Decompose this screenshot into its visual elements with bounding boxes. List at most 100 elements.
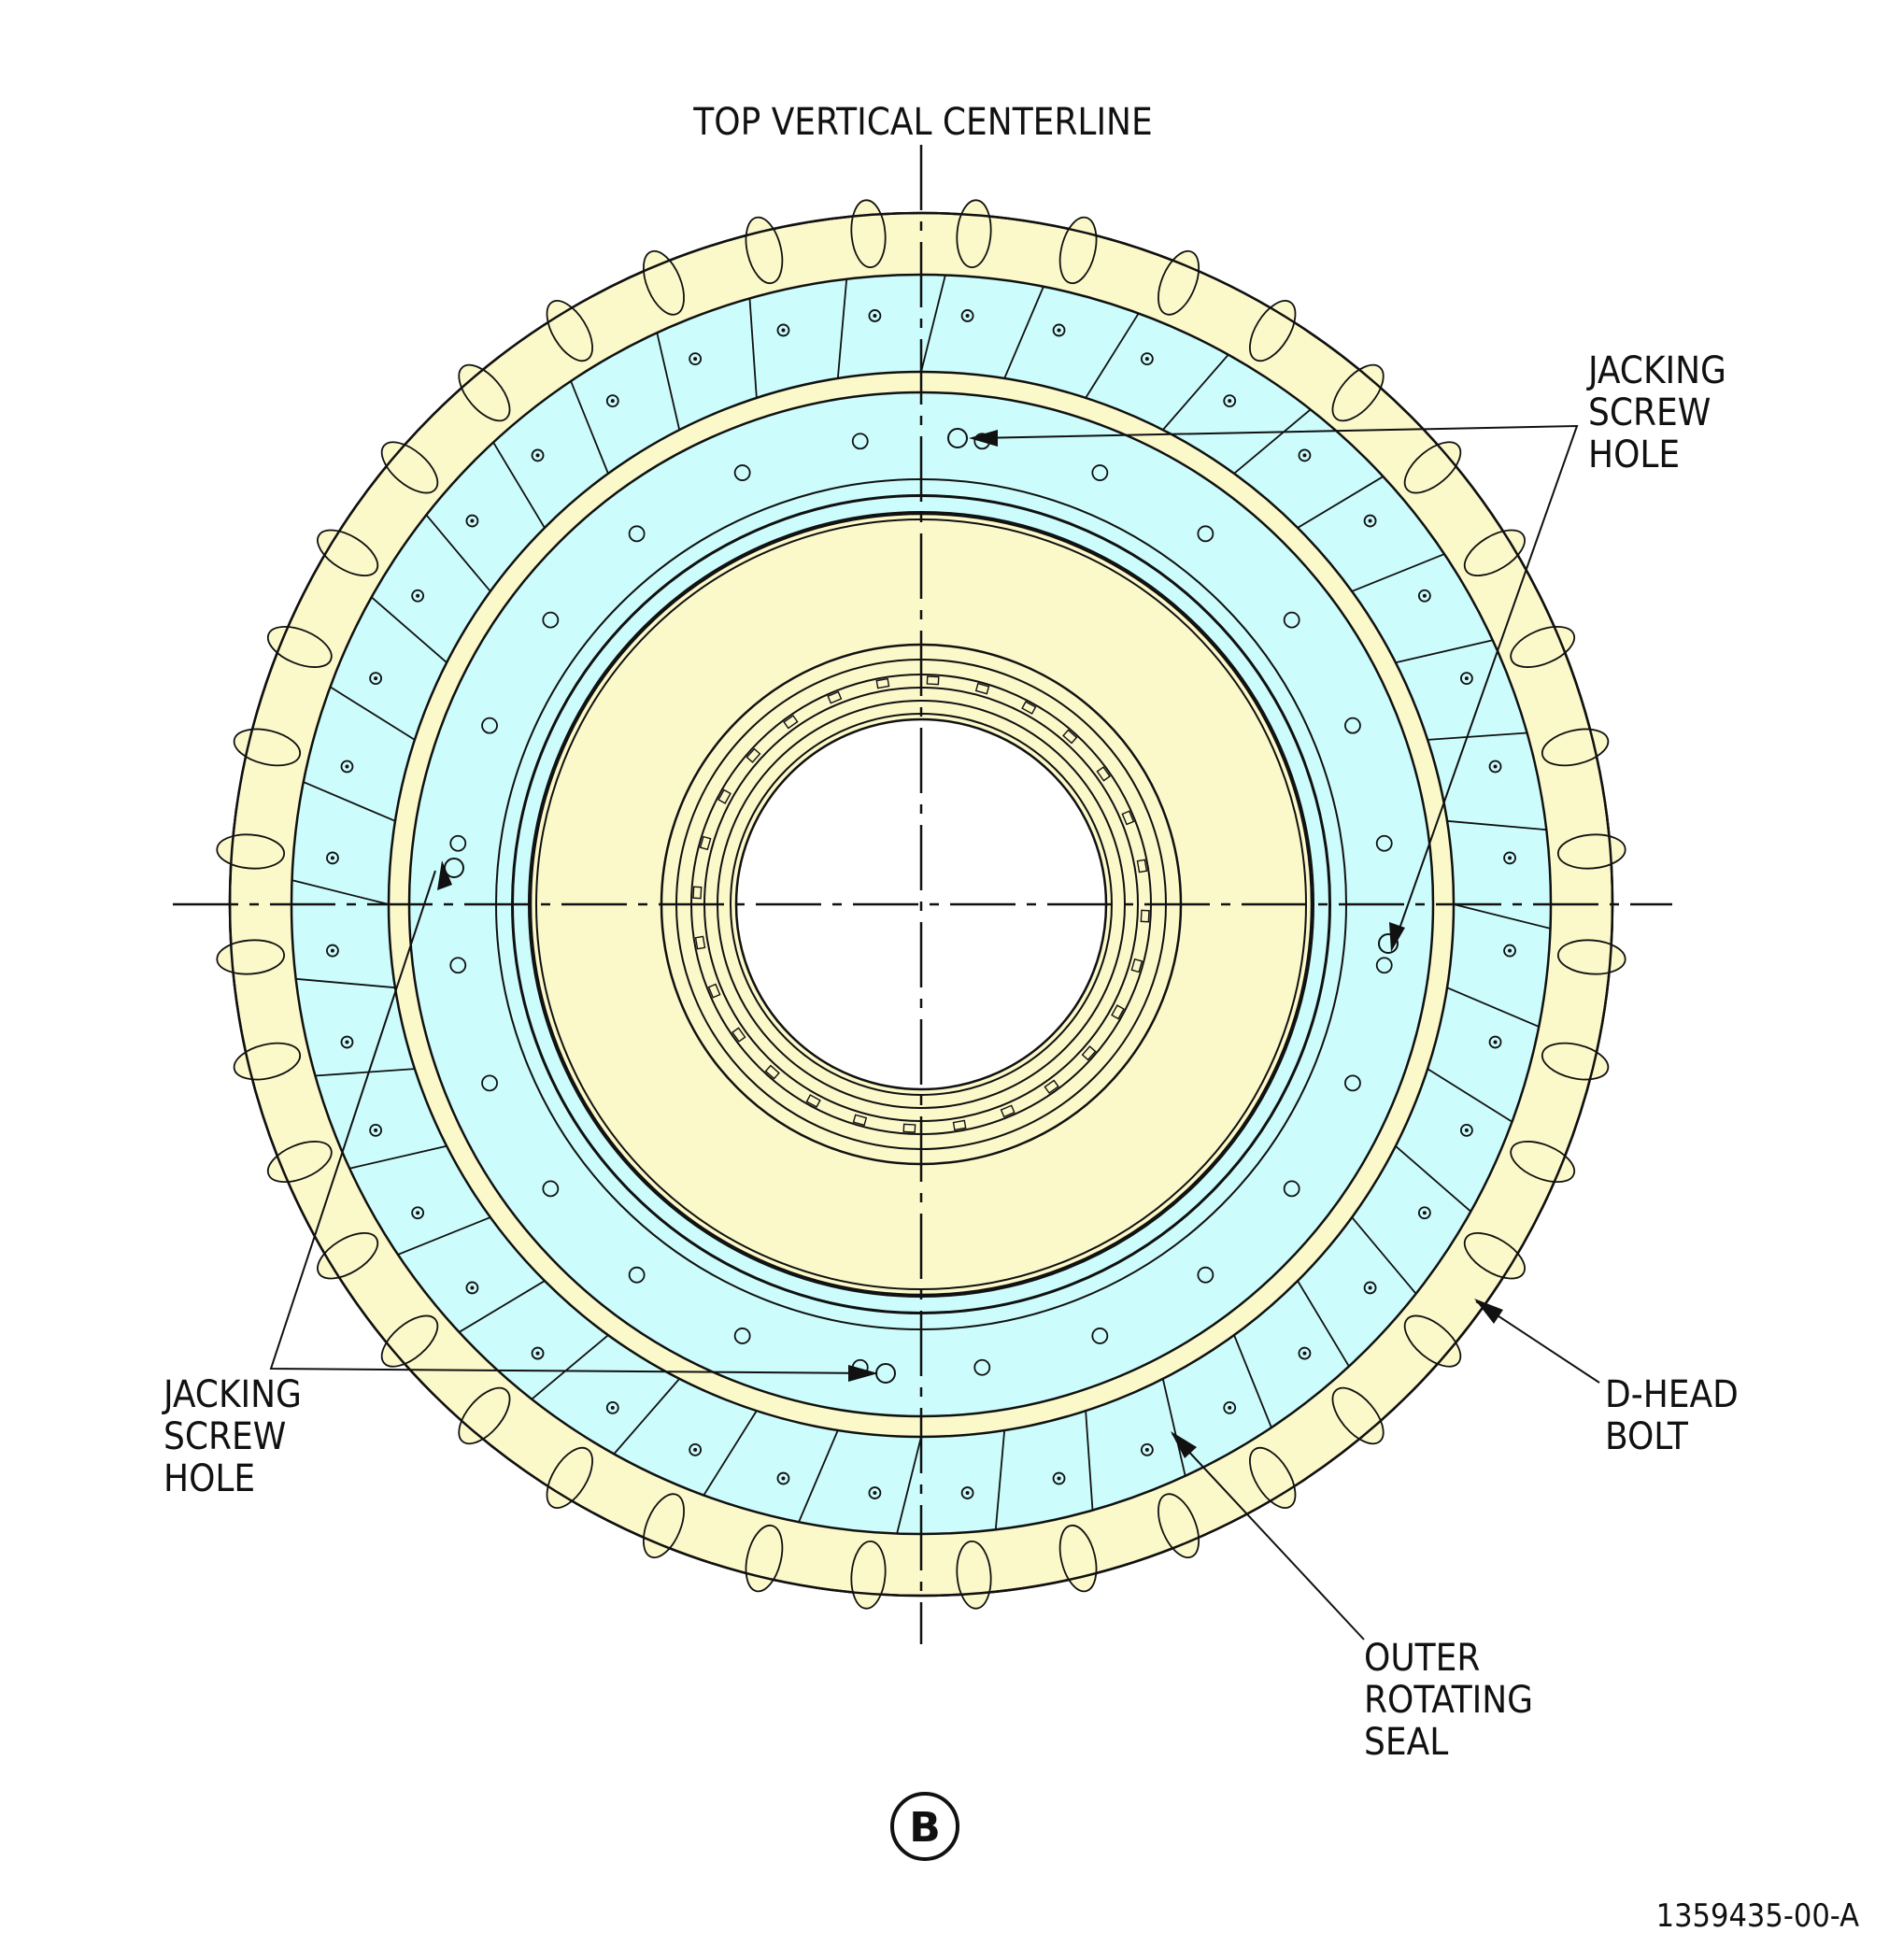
segment-bolt (960, 309, 974, 322)
svg-text:SEAL: SEAL (1364, 1721, 1448, 1764)
svg-text:HOLE: HOLE (163, 1457, 255, 1500)
segment-bolt-center (965, 1491, 970, 1496)
svg-text:D-HEAD: D-HEAD (1605, 1373, 1739, 1416)
segment-bolt (411, 1206, 425, 1220)
segment-bolt-center (1493, 1040, 1498, 1044)
segment-divider (748, 298, 758, 398)
svg-text:SCREW: SCREW (163, 1415, 286, 1458)
segment-bolt (605, 394, 619, 408)
segment-bolt (605, 1400, 619, 1414)
plate-bolt-hole (733, 464, 751, 481)
d-head-bolt-head (850, 199, 887, 269)
segment-bolt-center (1144, 357, 1149, 362)
segment-bolt (1363, 514, 1377, 528)
plate-bolt-hole (733, 1328, 751, 1344)
hub-notch (717, 788, 731, 804)
segment-divider (531, 1334, 609, 1400)
d-head-bolt-head (1556, 939, 1626, 975)
segment-bolt (369, 1123, 383, 1137)
segment-divider (1003, 286, 1044, 379)
hub-notch (699, 835, 712, 851)
segment-bolt (1363, 1281, 1377, 1295)
segment-divider (303, 781, 396, 822)
segment-divider (1233, 1334, 1272, 1428)
segment-divider (295, 977, 396, 989)
segment-bolt-center (1368, 1285, 1372, 1290)
outer-rotating-seal-label: OUTER ROTATING SEAL (1364, 1637, 1533, 1764)
plate-bolt-hole (851, 433, 869, 450)
segment-divider (348, 1144, 447, 1170)
top-centerline-label: TOP VERTICAL CENTERLINE (692, 101, 1152, 144)
segment-bolt (340, 760, 354, 774)
plate-bolt-hole (628, 525, 646, 543)
segment-divider (492, 442, 546, 529)
segment-divider (371, 596, 447, 663)
svg-text:SCREW: SCREW (1588, 391, 1711, 434)
segment-bolt-center (345, 1040, 349, 1044)
segment-bolt (868, 309, 882, 322)
segment-bolt (326, 944, 339, 958)
plate-bolt-hole (1375, 957, 1393, 974)
segment-bolt-center (1422, 593, 1427, 598)
segment-bolt-center (1228, 399, 1232, 404)
segment-bolt (689, 352, 703, 366)
segment-bolt (1298, 1346, 1312, 1360)
segment-bolt (1503, 851, 1516, 865)
hub-notch (974, 682, 990, 695)
segment-bolt (1052, 323, 1066, 337)
segment-divider (425, 514, 491, 592)
segment-bolt (465, 1281, 479, 1295)
jacking-screw-hole-label-right: JACKING SCREW HOLE (1586, 349, 1726, 476)
hub-notch (875, 677, 890, 689)
segment-divider (836, 278, 848, 379)
hub-notch (1044, 1079, 1059, 1094)
segment-bolt-center (330, 856, 334, 860)
plate-bolt-hole (1091, 1328, 1109, 1344)
segment-divider (570, 380, 609, 475)
d-head-bolt-head (216, 939, 286, 975)
segment-bolt-center (374, 1128, 378, 1132)
segment-divider (1427, 1068, 1513, 1123)
segment-bolt-center (1422, 1211, 1427, 1215)
segment-divider (329, 686, 416, 741)
plate-bolt-hole (1197, 525, 1214, 543)
segment-bolt-center (470, 1285, 475, 1290)
segment-divider (1161, 1378, 1186, 1477)
jacking-screw-hole-top (947, 428, 968, 448)
segment-bolt-center (1302, 1351, 1307, 1356)
segment-bolt (531, 448, 545, 462)
segment-bolt-center (416, 593, 420, 598)
plate-bolt-hole (449, 834, 467, 852)
plate-bolt-hole (628, 1266, 646, 1284)
plate-bolt-hole (481, 1074, 498, 1092)
hub-notch (1121, 810, 1135, 826)
hub-notch (764, 1064, 780, 1080)
segment-divider (703, 1410, 758, 1497)
segment-bolt-center (374, 676, 378, 681)
segment-bolt (1417, 1206, 1431, 1220)
segment-bolt-center (1057, 328, 1061, 333)
segment-bolt-center (693, 357, 698, 362)
leader-arrowheads (437, 430, 1503, 1458)
segment-bolt-center (1057, 1476, 1061, 1481)
segment-bolt (776, 323, 790, 337)
segment-bolt (1298, 448, 1312, 462)
hub-notch (852, 1114, 868, 1127)
segment-bolt-center (535, 453, 540, 458)
segment-bolt (411, 589, 425, 603)
segment-bolt-center (873, 1491, 877, 1496)
d-head-bolt-head (850, 1540, 887, 1610)
plate-bolt-hole (542, 611, 560, 629)
segment-bolt (1052, 1471, 1066, 1485)
svg-text:JACKING: JACKING (162, 1373, 302, 1416)
segment-bolt (1488, 760, 1502, 774)
jacking-screw-hole-label-left: JACKING SCREW HOLE (162, 1373, 302, 1500)
d-head-bolt-head (956, 1540, 992, 1610)
hub-notch (731, 1027, 746, 1043)
segment-bolt-center (965, 313, 970, 318)
segment-bolt-center (1464, 1128, 1469, 1132)
hub-notch (827, 690, 843, 704)
plate-bolt-hole (1375, 834, 1393, 852)
hub-notch (1081, 1045, 1097, 1061)
